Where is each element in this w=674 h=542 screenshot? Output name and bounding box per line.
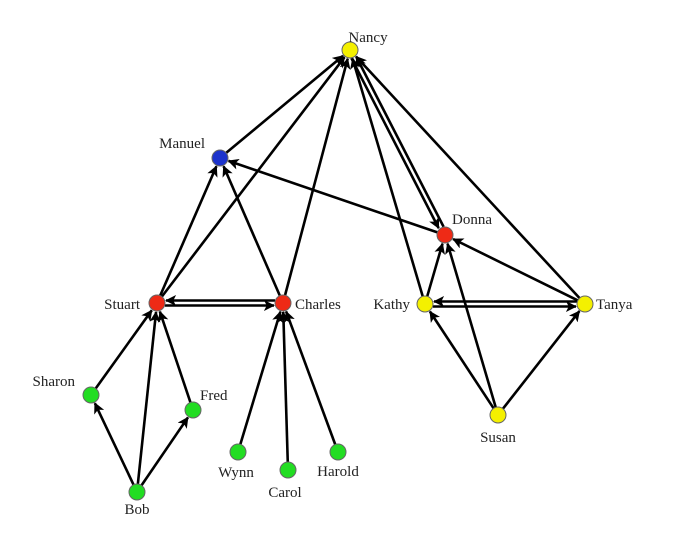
edge-charles-to-manuel [222, 165, 282, 297]
node-circle-fred [184, 401, 202, 419]
edge-carol-to-charles [278, 311, 290, 463]
node-sharon: Sharon [33, 374, 100, 404]
node-charles: Charles [274, 294, 341, 313]
node-stuart: Stuart [104, 294, 166, 313]
edge-fred-to-stuart [157, 310, 192, 403]
node-harold: Harold [317, 443, 359, 480]
node-label-wynn: Wynn [218, 465, 254, 481]
edge-harold-to-charles [284, 310, 337, 445]
node-circle-sharon [82, 386, 100, 404]
node-donna: Donna [436, 212, 492, 244]
node-label-fred: Fred [200, 388, 228, 404]
edge-kathy-to-nancy [350, 57, 424, 297]
node-label-donna: Donna [452, 212, 492, 228]
node-circle-nancy [341, 41, 359, 59]
edge-donna-to-manuel [227, 158, 438, 234]
edge-sharon-to-stuart [94, 309, 153, 390]
edge-susan-to-tanya [501, 310, 581, 410]
node-kathy: Kathy [373, 295, 434, 313]
edge-donna-to-nancy [355, 56, 445, 228]
edges-layer [93, 54, 581, 487]
node-circle-susan [489, 406, 507, 424]
node-nancy: Nancy [341, 30, 388, 59]
edge-wynn-to-charles [239, 310, 283, 445]
edge-manuel-to-nancy [225, 54, 344, 154]
edge-stuart-to-nancy [160, 56, 346, 298]
node-circle-manuel [211, 149, 229, 167]
node-label-carol: Carol [268, 485, 301, 501]
node-label-tanya: Tanya [596, 297, 633, 313]
node-fred: Fred [184, 388, 228, 419]
node-manuel: Manuel [159, 136, 229, 167]
node-label-bob: Bob [124, 502, 149, 518]
node-label-charles: Charles [295, 297, 341, 313]
edge-susan-to-donna [445, 242, 497, 408]
node-label-susan: Susan [480, 430, 516, 446]
node-label-manuel: Manuel [159, 136, 205, 152]
node-label-kathy: Kathy [373, 297, 410, 313]
node-label-sharon: Sharon [33, 374, 76, 390]
node-susan: Susan [480, 406, 516, 446]
edge-stuart-to-manuel [158, 165, 218, 297]
node-tanya: Tanya [576, 295, 633, 313]
edge-bob-to-fred [140, 416, 189, 487]
node-label-nancy: Nancy [348, 30, 388, 46]
node-circle-kathy [416, 295, 434, 313]
node-circle-bob [128, 483, 146, 501]
node-circle-carol [279, 461, 297, 479]
edge-nancy-to-donna [350, 57, 440, 229]
edge-bob-to-sharon [93, 402, 135, 486]
node-wynn: Wynn [218, 443, 254, 481]
node-circle-stuart [148, 294, 166, 312]
edge-susan-to-kathy [428, 310, 495, 410]
node-circle-donna [436, 226, 454, 244]
node-circle-wynn [229, 443, 247, 461]
node-label-harold: Harold [317, 464, 359, 480]
node-bob: Bob [124, 483, 150, 518]
node-label-stuart: Stuart [104, 297, 141, 313]
node-circle-charles [274, 294, 292, 312]
edge-charles-to-nancy [283, 57, 351, 296]
node-carol: Carol [268, 461, 302, 501]
edge-tanya-to-nancy [355, 55, 581, 300]
node-circle-harold [329, 443, 347, 461]
edge-tanya-to-donna [452, 237, 579, 302]
edge-kathy-to-donna [425, 242, 445, 297]
edge-bob-to-stuart [136, 311, 161, 485]
node-circle-tanya [576, 295, 594, 313]
